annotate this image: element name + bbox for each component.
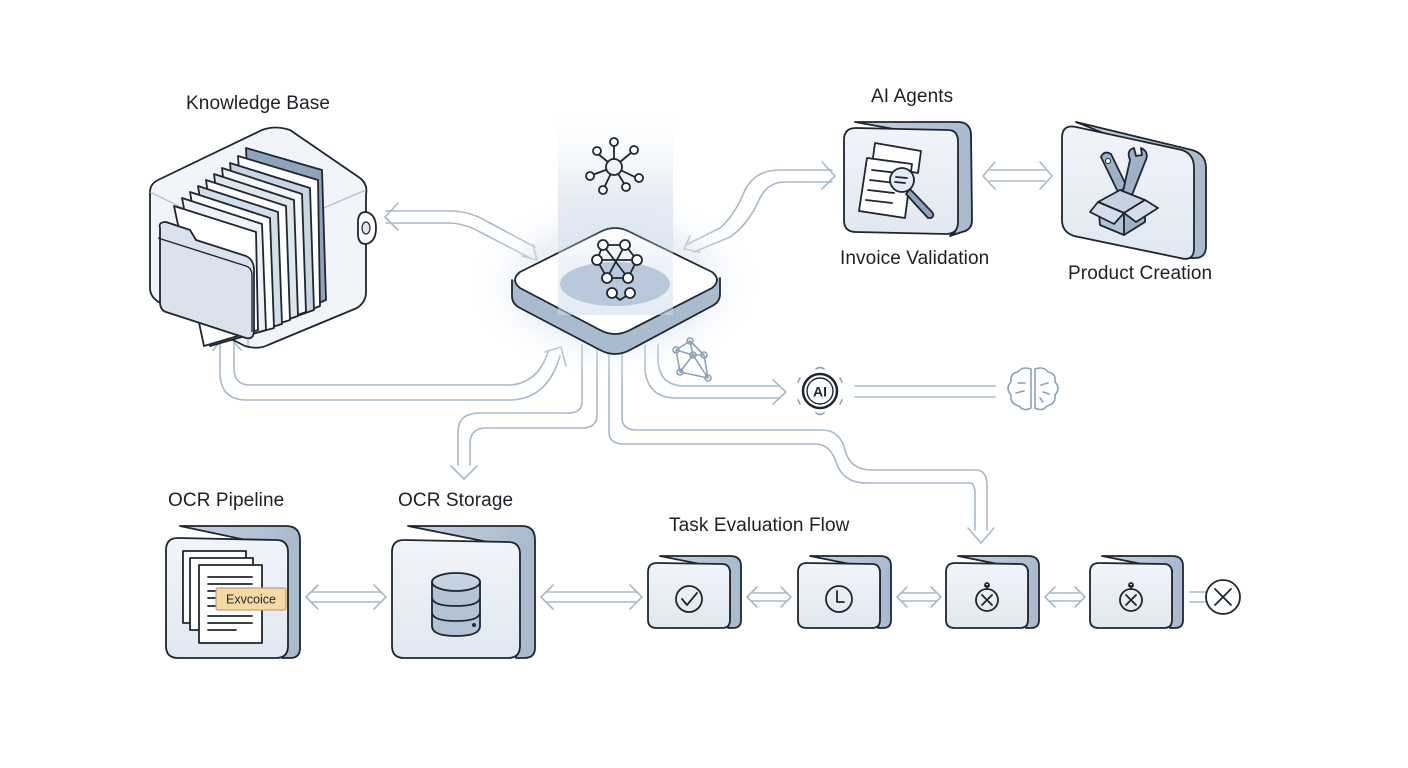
ocr-storage-label: OCR Storage — [398, 490, 514, 511]
connector-storage-task — [540, 584, 643, 610]
network-mesh-icon — [672, 337, 712, 382]
ai-agents-label: AI Agents — [871, 86, 954, 107]
document-search-icon — [858, 142, 935, 219]
network-node-icon — [585, 137, 644, 195]
ocr-pipeline-node[interactable]: Exvcoice — [165, 525, 301, 659]
connector-task-2-3 — [896, 586, 942, 608]
ai-chip-icon[interactable]: AI — [797, 366, 843, 416]
ocr-storage-node[interactable] — [391, 525, 536, 659]
connector-invoice-product — [982, 161, 1053, 190]
connector-ocr-pipeline-storage — [305, 584, 387, 610]
product-creation-label: Product Creation — [1068, 263, 1213, 284]
ocr-pipeline-label: OCR Pipeline — [168, 490, 285, 511]
central-hub-node[interactable] — [465, 115, 765, 380]
close-circle-icon[interactable] — [1205, 579, 1241, 615]
timer-cancel-icon — [1119, 582, 1143, 612]
task-step-2[interactable] — [797, 555, 892, 629]
knowledge-base-label: Knowledge Base — [186, 93, 331, 114]
connectors — [212, 161, 1207, 610]
invoice-validation-node[interactable] — [843, 121, 973, 237]
knowledge-base-node[interactable] — [149, 126, 377, 349]
timer-cancel-icon — [975, 582, 999, 612]
connector-task-1-2 — [746, 586, 792, 608]
central-hub-icon — [591, 239, 643, 301]
ai-badge-text: AI — [813, 384, 827, 400]
task-step-1[interactable] — [647, 555, 742, 629]
toolbox-icon — [1089, 147, 1159, 236]
brain-icon — [1007, 367, 1059, 411]
documents-icon: Exvcoice — [182, 550, 287, 644]
file-cabinet-icon — [157, 147, 327, 347]
ocr-document-tag: Exvcoice — [226, 593, 276, 607]
connector-ai-brain — [854, 385, 996, 398]
check-circle-icon — [675, 585, 703, 613]
connector-task-end — [1189, 591, 1207, 603]
clock-icon — [825, 585, 853, 613]
connector-hub-tasks — [608, 344, 995, 544]
connector-task-3-4 — [1044, 586, 1086, 608]
connector-hub-storage — [450, 344, 598, 480]
invoice-validation-label: Invoice Validation — [840, 248, 990, 269]
database-icon — [431, 572, 481, 637]
task-step-4[interactable] — [1089, 555, 1184, 629]
product-creation-node[interactable] — [1061, 121, 1207, 260]
task-step-3[interactable] — [945, 555, 1040, 629]
task-evaluation-flow-label: Task Evaluation Flow — [669, 515, 850, 536]
